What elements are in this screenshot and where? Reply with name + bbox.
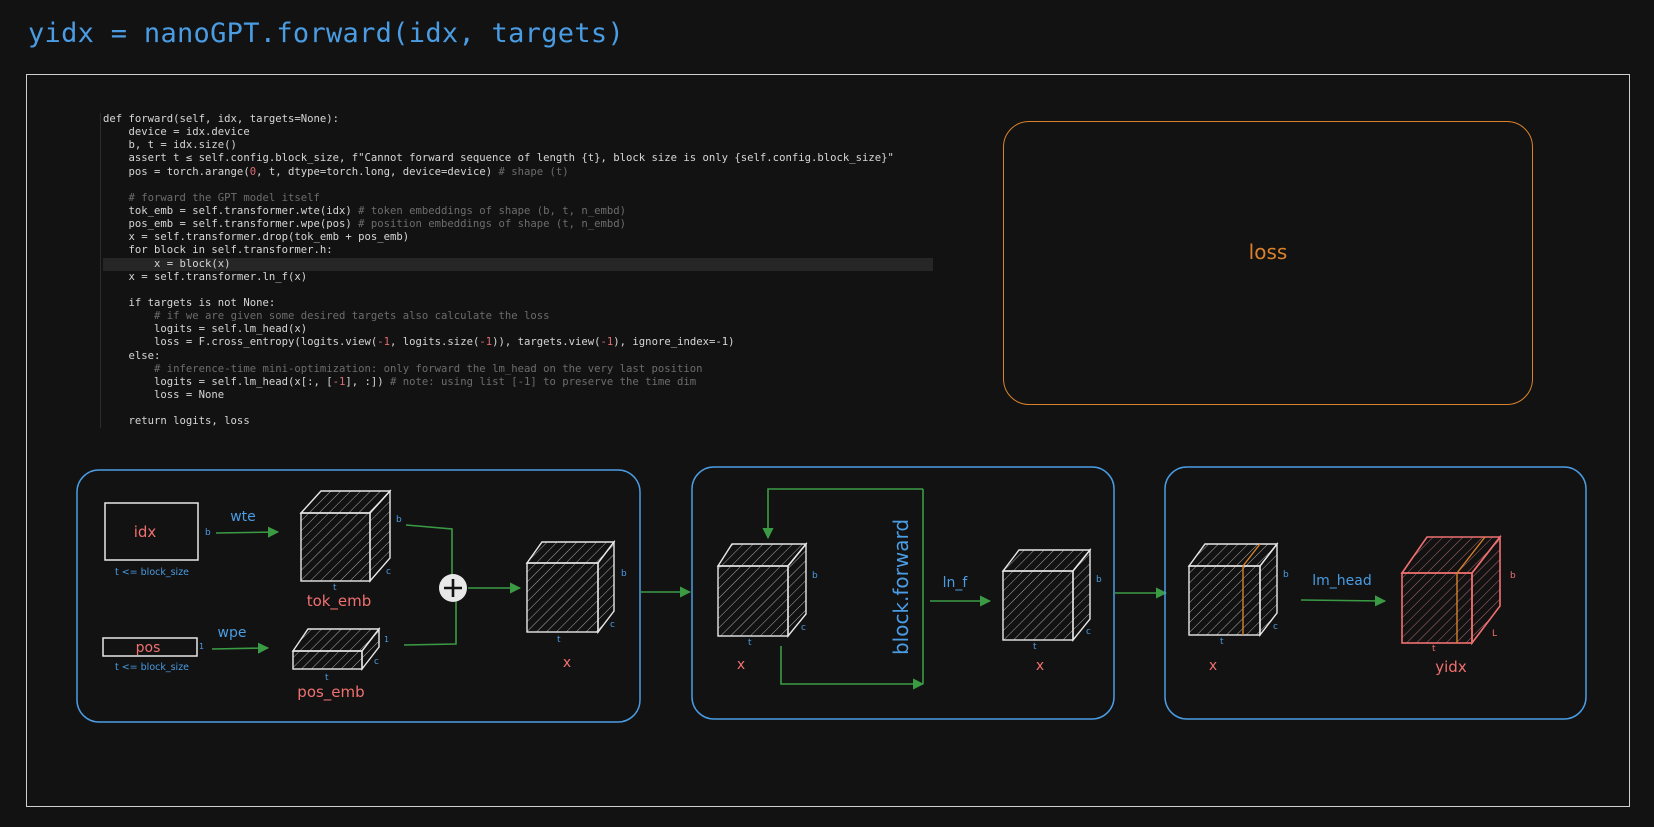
tok-emb-to-plus (405, 524, 453, 575)
code-block: def forward(self, idx, targets=None): de… (100, 113, 933, 429)
code-line: else: (103, 349, 161, 362)
x-cube-block-in (716, 542, 808, 638)
block-panel (691, 466, 1115, 720)
x-out-dim-b: b (1096, 575, 1102, 585)
wte-arrow (215, 526, 280, 538)
code-line: x = block(x) (103, 257, 933, 271)
page-title: yidx = nanoGPT.forward(idx, targets) (28, 18, 624, 49)
wpe-arrow (211, 642, 270, 654)
diagram-frame (26, 74, 1630, 807)
x-head-dim-b: b (1283, 570, 1289, 580)
x-out-label: x (1036, 658, 1044, 674)
code-line: # inference-time mini-optimization: only… (154, 362, 703, 375)
code-line: logits = self.lm_head(x[:, [-1], :]) # n… (103, 375, 697, 388)
x-in-dim-t: t (748, 638, 752, 648)
code-line: x = self.transformer.drop(tok_emb + pos_… (103, 231, 410, 244)
x-embed-dim-c: c (610, 620, 615, 630)
tok-emb-dim-b: b (396, 515, 402, 525)
yidx-dim-t: t (1432, 644, 1436, 654)
x-embed-dim-t: t (557, 635, 561, 645)
yidx-label: yidx (1435, 658, 1467, 676)
lm-head-arrow (1300, 595, 1387, 607)
code-line: def forward(self, idx, targets=None): (103, 113, 339, 125)
x-out-dim-t: t (1033, 642, 1037, 652)
block-forward-label: block.forward (889, 519, 913, 655)
x-cube-embed (525, 539, 616, 635)
x-out-dim-c: c (1086, 627, 1091, 637)
embedding-panel (76, 469, 641, 723)
x-embed-dim-b: b (621, 569, 627, 579)
wpe-label: wpe (218, 625, 247, 641)
loss-panel: loss (1003, 121, 1533, 405)
code-line: return logits, loss (103, 415, 250, 428)
lm-head-label: lm_head (1312, 573, 1371, 589)
code-line: loss = None (103, 388, 225, 401)
pos-emb-dim-t: t (325, 673, 329, 683)
code-line: # if we are given some desired targets a… (154, 310, 550, 323)
x-head-label: x (1209, 658, 1217, 674)
code-line: pos = torch.arange(0, t, dtype=torch.lon… (103, 165, 569, 178)
pos-emb-slab (291, 626, 381, 672)
block-loop-bottom (780, 646, 925, 690)
idx-dim-t: t <= block_size (115, 567, 189, 578)
pos-dim-t: t <= block_size (115, 662, 189, 673)
x-embed-label: x (563, 655, 571, 671)
code-line: pos_emb = self.transformer.wpe(pos) # po… (103, 218, 627, 231)
code-line: tok_emb = self.transformer.wte(idx) # to… (103, 204, 627, 217)
pos-emb-to-plus (403, 601, 457, 646)
pos-box (102, 637, 198, 657)
idx-label: idx (134, 523, 157, 541)
loss-label: loss (1248, 240, 1288, 264)
idx-box (104, 502, 199, 561)
x-in-label: x (737, 657, 745, 673)
idx-dim-b: b (205, 528, 211, 538)
code-line: x = self.transformer.ln_f(x) (103, 270, 308, 283)
pos-label: pos (136, 640, 161, 656)
tok-emb-dim-c: c (386, 567, 391, 577)
pos-emb-label: pos_emb (297, 683, 364, 702)
x-head-dim-t: t (1220, 637, 1224, 647)
yidx-dim-b: b (1510, 571, 1516, 581)
pos-emb-dim-c: c (374, 657, 379, 667)
x-head-dim-c: c (1273, 622, 1278, 632)
x-cube-head (1187, 541, 1279, 638)
yidx-cube (1400, 534, 1502, 646)
tok-emb-cube (299, 489, 392, 583)
code-line: for block in self.transformer.h: (103, 244, 333, 257)
tok-emb-label: tok_emb (307, 592, 372, 611)
pos-emb-dim-1: 1 (384, 635, 389, 644)
x-in-dim-b: b (812, 571, 818, 581)
wte-label: wte (230, 509, 256, 525)
tok-emb-dim-t: t (333, 583, 337, 593)
block-loop-top (762, 488, 923, 540)
yidx-dim-L: L (1492, 629, 1497, 639)
pos-dim-1: 1 (199, 642, 204, 651)
code-line: device = idx.device (103, 126, 250, 139)
code-line: # forward the GPT model itself (128, 191, 320, 204)
head-panel (1164, 466, 1587, 720)
x-cube-block-out (1001, 548, 1092, 642)
code-line: if targets is not None: (103, 296, 276, 309)
code-line: logits = self.lm_head(x) (103, 323, 308, 336)
code-line: assert t ≤ self.config.block_size, f"Can… (103, 152, 894, 165)
code-line: b, t = idx.size() (103, 139, 237, 152)
x-in-dim-c: c (801, 623, 806, 633)
ln-f-label: ln_f (943, 575, 969, 591)
code-line: loss = F.cross_entropy(logits.view(-1, l… (103, 336, 735, 349)
